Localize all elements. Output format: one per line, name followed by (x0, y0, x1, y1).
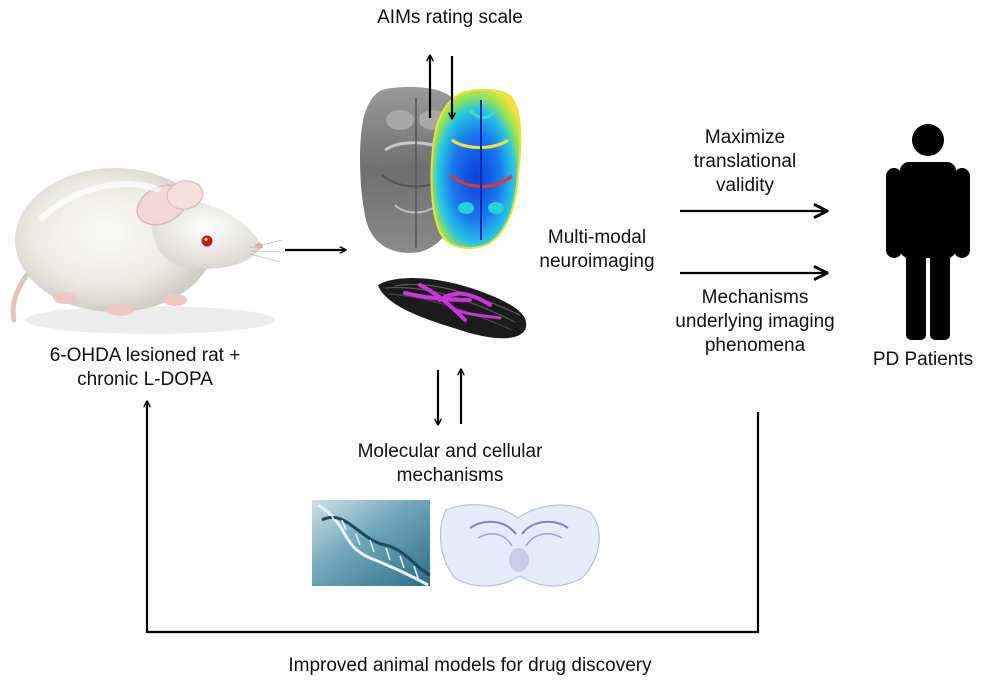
multi-modal-line1: Multi-modal (547, 227, 647, 248)
rat-label: 6-OHDA lesioned rat + chronic L-DOPA (10, 344, 280, 392)
rat-label-line2: chronic L-DOPA (77, 369, 213, 390)
maximize-line1: Maximize (704, 127, 786, 148)
maximize-line2: translational (693, 151, 797, 172)
molecular-line1: Molecular and cellular (357, 441, 543, 462)
mechanisms-line1: Mechanisms (701, 287, 809, 308)
molecular-line2: mechanisms (396, 465, 504, 486)
maximize-line3: validity (715, 175, 775, 196)
molecular-label: Molecular and cellular mechanisms (330, 440, 570, 488)
arrows (147, 56, 826, 634)
person-icon (886, 124, 970, 340)
dti-tractography-image (378, 277, 527, 339)
mechanisms-line3: phenomena (704, 335, 806, 356)
maximize-label: Maximize translational validity (670, 126, 820, 198)
rat-image (10, 168, 285, 334)
pd-patients-label: PD Patients (872, 349, 974, 370)
multi-modal-line2: neuroimaging (539, 251, 655, 272)
brain-histology-image (439, 504, 600, 587)
multi-modal-label: Multi-modal neuroimaging (522, 226, 672, 274)
rat-label-line1: 6-OHDA lesioned rat + (49, 345, 241, 366)
aims-rating-label: AIMs rating scale (377, 7, 523, 28)
pet-heatmap-image (430, 88, 522, 249)
mechanisms-line2: underlying imaging (675, 311, 835, 332)
feedback-loop-line (147, 402, 760, 634)
mechanisms-label: Mechanisms underlying imaging phenomena (660, 286, 850, 358)
improved-models-label: Improved animal models for drug discover… (288, 655, 652, 676)
dna-image (312, 500, 431, 587)
